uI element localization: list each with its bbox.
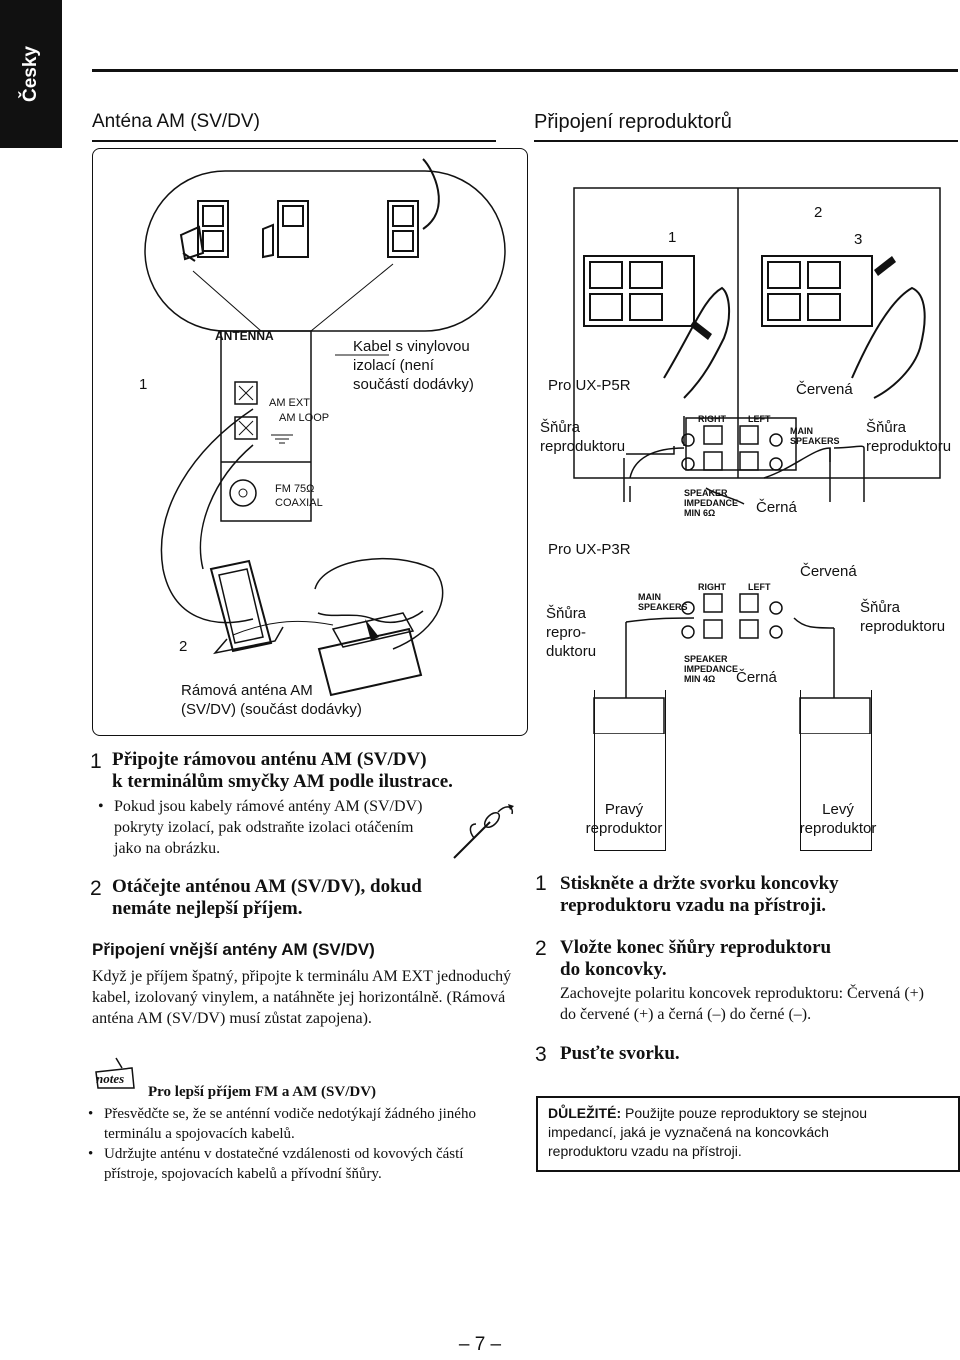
step-1-number: 1 (90, 750, 102, 773)
antenna-figure-drawing (144, 158, 506, 697)
pro-ux-p3r: Pro UX-P3R (548, 541, 631, 558)
left-label-p3r: LEFT (748, 582, 771, 592)
language-tab: Česky (0, 0, 62, 148)
list-item: Přesvědčte se, že se anténní vodiče nedo… (84, 1104, 524, 1144)
red-label-p5r: Červená (796, 381, 853, 398)
loop-antenna-caption: Rámová anténa AM (SV/DV) (součást dodávk… (181, 682, 362, 718)
top-rule (92, 69, 958, 72)
important-box: DŮLEŽITÉ: Použijte pouze reproduktory se… (536, 1096, 960, 1172)
notes-label: notes (96, 1071, 125, 1086)
black-label-p5r: Černá (756, 499, 797, 516)
wire-twist-icon (453, 804, 514, 859)
section-rule-left (92, 140, 496, 142)
step-1-heading: Připojte rámovou anténu AM (SV/DV)k term… (112, 749, 453, 792)
speaker-instr-2-body: Zachovejte polaritu koncovek reproduktor… (560, 985, 924, 1023)
ext-antenna-title: Připojení vnější antény AM (SV/DV) (92, 940, 375, 959)
speaker-step-2: 2 (814, 204, 823, 221)
pro-ux-p5r: Pro UX-P5R (548, 377, 631, 394)
cable-note: Kabel s vinylovou izolací (není součástí… (353, 338, 474, 393)
ext-antenna-body: Když je příjem špatný, připojte k termin… (92, 968, 512, 1027)
speaker-instr-2-number: 2 (535, 937, 547, 960)
black-label-p3r: Černá (736, 669, 777, 686)
right-speaker-box (594, 690, 666, 851)
left-label-p5r: LEFT (748, 414, 771, 424)
language-tab-label: Česky (20, 46, 41, 102)
speaker-instr-3-number: 3 (535, 1043, 547, 1066)
page-number: – 7 – (458, 1334, 502, 1355)
fm-label: FM 75Ω (275, 483, 315, 495)
notes-icon: notes (92, 1054, 138, 1090)
am-loop-label: AM LOOP (279, 412, 330, 424)
antenna-label: ANTENNA (215, 329, 274, 343)
speaker-figure-drawing (573, 187, 941, 734)
list-item: Pokud jsou kabely rámové antény AM (SV/D… (94, 796, 514, 859)
speaker-instr-3: Pusťte svorku. (560, 1043, 680, 1064)
antenna-step-2: 2 (179, 638, 188, 655)
antenna-figure-frame: 1 2 ANTENNA AM EXT AM LOOP FM 75Ω COAXIA… (92, 148, 528, 736)
antenna-step-1: 1 (139, 376, 148, 393)
speaker-step-3: 3 (854, 231, 863, 248)
left-speaker-box (800, 690, 872, 851)
speaker-instr-1-number: 1 (535, 872, 547, 895)
right-label-p5r: RIGHT (698, 414, 726, 424)
right-label-p3r: RIGHT (698, 582, 726, 592)
step-2-number: 2 (90, 877, 102, 900)
speaker-step-1: 1 (668, 229, 677, 246)
important-label: DŮLEŽITÉ: (548, 1105, 622, 1121)
red-label-p3r: Červená (800, 563, 857, 580)
section-title-am-antenna: Anténa AM (SV/DV) (92, 111, 260, 132)
notes-title: Pro lepší příjem FM a AM (SV/DV) (148, 1084, 377, 1100)
step-1-bullet: Pokud jsou kabely rámové antény AM (SV/D… (94, 796, 514, 859)
list-item: Udržujte anténu v dostatečné vzdálenosti… (84, 1144, 524, 1184)
am-ext-label: AM EXT (269, 397, 310, 409)
section-title-speakers: Připojení reproduktorů (534, 111, 732, 133)
coaxial-label: COAXIAL (275, 497, 323, 509)
section-rule-right (534, 140, 958, 142)
notes-list: Přesvědčte se, že se anténní vodiče nedo… (84, 1104, 524, 1184)
